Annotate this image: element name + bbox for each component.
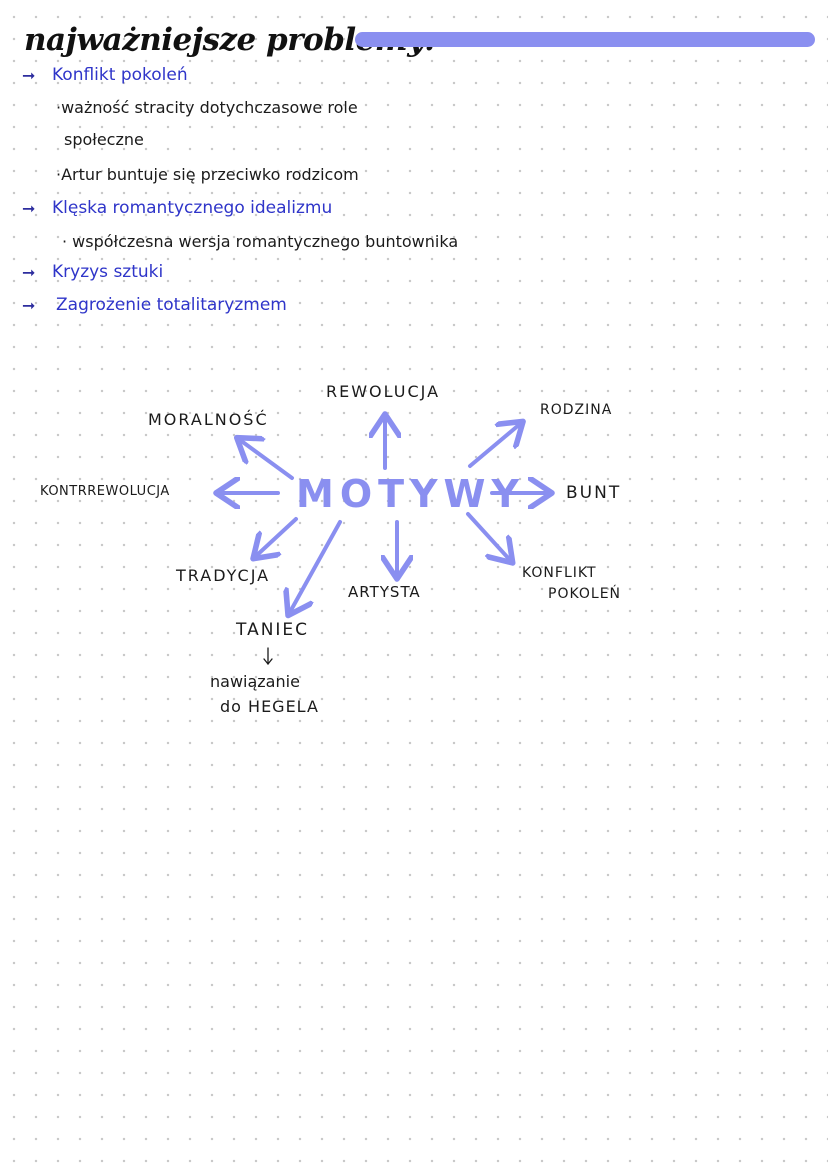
arrow-to-moralnosc bbox=[240, 440, 294, 480]
mindmap-node-konflikt-line2: POKOLEŃ bbox=[548, 586, 622, 602]
mindmap-node-bunt: BUNT bbox=[566, 483, 622, 503]
arrow-bullet-icon: ➞ bbox=[22, 296, 36, 315]
mindmap-node-rodzina: RODZINA bbox=[540, 402, 613, 418]
title-highlight-bar bbox=[355, 32, 815, 47]
mindmap-node-konflikt-line1: KONFLIKT bbox=[522, 565, 597, 581]
problem-item: Konflikt pokoleń bbox=[52, 65, 188, 85]
taniec-note-line1: nawiązanie bbox=[210, 672, 300, 691]
mindmap-node-kontrrewolucja: KONTRREWOLUCJA bbox=[40, 484, 170, 499]
arrow-to-rodzina bbox=[468, 424, 520, 468]
problem-subitem: · współczesna wersja romantycznego bunto… bbox=[62, 232, 459, 251]
problem-subitem: ·Artur buntuje się przeciwko rodzicom bbox=[56, 165, 359, 184]
arrow-bullet-icon: ➞ bbox=[22, 263, 36, 282]
arrow-bullet-icon: ➞ bbox=[22, 66, 36, 85]
mindmap-node-artysta: ARTYSTA bbox=[348, 583, 421, 601]
problem-item: Kryzys sztuki bbox=[52, 262, 164, 282]
taniec-note-line2: do HEGELA bbox=[220, 697, 319, 716]
mindmap-node-tradycja: TRADYCJA bbox=[176, 566, 271, 585]
problem-subitem: ·ważność stracity dotychczasowe role bbox=[56, 98, 358, 117]
problem-item: Zagrożenie totalitaryzmem bbox=[56, 295, 287, 315]
problem-subitem: społeczne bbox=[64, 130, 144, 149]
mindmap-node-moralnosc: MORALNOŚĆ bbox=[148, 410, 269, 429]
mindmap-node-taniec: TANIEC bbox=[236, 620, 310, 640]
problem-item: Klęska romantycznego idealizmu bbox=[52, 198, 333, 218]
mindmap-node-rewolucja: REWOLUCJA bbox=[326, 382, 441, 401]
arrow-bullet-icon: ➞ bbox=[22, 199, 36, 218]
arrow-to-konflikt bbox=[466, 512, 510, 560]
arrow-to-tradycja bbox=[256, 517, 298, 556]
arrow-to-taniec bbox=[290, 520, 342, 612]
mindmap-center: MOTYWY bbox=[296, 472, 525, 516]
